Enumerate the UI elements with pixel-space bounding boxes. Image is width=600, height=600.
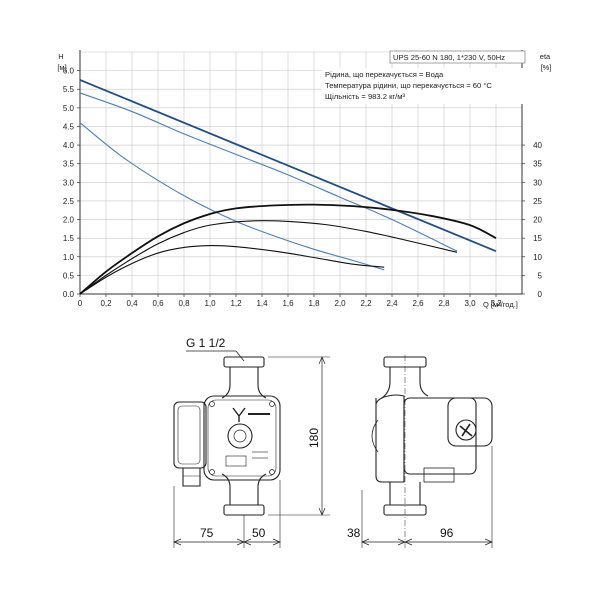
side-switch — [459, 423, 473, 437]
side-dim-left-value: 38 — [347, 526, 361, 540]
width-dim-left-value: 75 — [200, 526, 214, 540]
cable-gland — [182, 468, 201, 487]
housing-screw — [209, 469, 215, 475]
y-left-tick-label: 4.0 — [63, 141, 75, 150]
x-tick-label: 1,6 — [282, 299, 294, 308]
y-left-tick-label: 3.0 — [63, 178, 75, 187]
efficiency-curve-3 — [79, 245, 385, 295]
x-tick-label: 1,0 — [204, 299, 216, 308]
top-pipe-flange — [223, 356, 265, 368]
x-tick-label: 2,6 — [412, 299, 424, 308]
side-volute — [371, 419, 379, 453]
head-curve-1 — [79, 79, 497, 253]
x-tick-label: 3,2 — [490, 299, 502, 308]
chart-series — [79, 79, 497, 295]
info-box-line: Щільність = 983.2 кг/м³ — [325, 92, 405, 101]
y-right-tick-label: 15 — [533, 234, 542, 243]
y-right-tick-label: 35 — [533, 160, 542, 169]
top-pipe-body — [221, 367, 267, 399]
y-left-tick-label: 6.0 — [63, 67, 75, 76]
x-tick-label: 2,4 — [386, 299, 398, 308]
y-left-tick-labels: 0.0 0.5 1.0 1.5 2.0 2.5 3.0 3.5 4.0 4.5 5.0 5.5 6.0 — [63, 67, 80, 299]
terminal-box-lid — [177, 405, 201, 465]
side-plug-box — [423, 467, 455, 483]
y-left-tick-label: 0.0 — [63, 290, 75, 299]
bottom-pipe-body — [221, 473, 267, 505]
y-left-axis-label: H — [58, 52, 63, 61]
x-tick-label: 0,6 — [152, 299, 164, 308]
housing-screw — [269, 401, 275, 407]
y-left-tick-label: 4.5 — [63, 122, 75, 131]
vent-screw — [227, 423, 253, 449]
info-box-body — [322, 68, 525, 104]
y-left-tick-label: 3.5 — [63, 160, 75, 169]
height-dim-arrow — [318, 356, 326, 516]
x-axis-label: Q [м³/год.] — [483, 300, 518, 309]
vent-screw-inner — [233, 429, 247, 443]
y-left-tick-label: 5.5 — [63, 85, 75, 94]
side-view-drawing: 38 96 — [347, 355, 493, 548]
width-dim-right-value: 50 — [252, 526, 266, 540]
info-box: UPS 25-60 N 180, 1*230 V, 50Hz Рідина, щ… — [322, 50, 526, 104]
y-left-tick-label: 1.5 — [63, 234, 75, 243]
side-pump-body — [375, 394, 405, 483]
stator-housing — [203, 395, 281, 481]
head-curve-2 — [79, 92, 458, 252]
info-box-model: UPS 25-60 N 180, 1*230 V, 50Hz — [393, 53, 505, 62]
brand-logo-mark — [232, 407, 246, 422]
y-left-tick-label: 2.5 — [63, 197, 75, 206]
nameplate-marks — [225, 455, 247, 467]
bottom-pipe-flange — [223, 504, 265, 516]
x-tick-label: 2,0 — [334, 299, 346, 308]
x-tick-label: 1,4 — [256, 299, 268, 308]
x-tick-label: 3,0 — [464, 299, 476, 308]
x-tick-label: 0,2 — [100, 299, 112, 308]
x-tick-label: 0,8 — [178, 299, 190, 308]
y-right-tick-label: 25 — [533, 197, 542, 206]
side-dim-right-value: 96 — [440, 526, 454, 540]
y-right-tick-label: 20 — [533, 216, 542, 225]
y-left-axis-unit: [м] — [57, 63, 66, 72]
efficiency-curve-1 — [79, 203, 497, 295]
thread-leader-arrow — [235, 350, 245, 362]
performance-chart: 0 0,2 0,4 0,6 0,8 1,0 1,2 1,4 1,6 1,8 2,0 2,2 2,4 2,6… — [57, 50, 551, 309]
x-tick-label: 0,4 — [126, 299, 138, 308]
y-right-axis-label: eta — [540, 52, 551, 61]
thread-label: G 1 1/2 — [186, 336, 226, 350]
side-terminal-box — [447, 397, 493, 447]
y-right-tick-labels: 0 5 10 15 20 25 30 35 40 — [522, 141, 543, 299]
y-right-tick-label: 30 — [533, 178, 542, 187]
housing-screw — [209, 401, 215, 407]
y-left-tick-label: 0.5 — [63, 271, 75, 280]
stator-housing-inner — [207, 399, 277, 477]
side-bottom-pipe — [389, 482, 421, 505]
x-tick-label: 0 — [78, 299, 83, 308]
y-left-tick-label: 1.0 — [63, 253, 75, 262]
housing-screw — [269, 469, 275, 475]
info-box-line: Рідина, що перекачується = Вода — [325, 70, 444, 79]
efficiency-curve-2 — [79, 220, 458, 295]
y-right-tick-label: 0 — [538, 290, 543, 299]
x-tick-label: 1,8 — [308, 299, 320, 308]
x-tick-labels: 0 0,2 0,4 0,6 0,8 1,0 1,2 1,4 1,6 1,8 2,0 2,2 2,4 2,6… — [78, 294, 502, 308]
x-tick-label: 1,2 — [230, 299, 242, 308]
y-right-tick-label: 10 — [533, 253, 542, 262]
y-left-tick-label: 5.0 — [63, 104, 75, 113]
info-box-line: Температура рідини, що перекачується = 6… — [325, 81, 492, 90]
terminal-box — [173, 401, 207, 469]
y-right-tick-label: 5 — [538, 271, 543, 280]
x-tick-label: 2,2 — [360, 299, 372, 308]
height-dim-value: 180 — [307, 428, 321, 448]
y-right-tick-label: 40 — [533, 141, 542, 150]
side-vent-screw — [455, 419, 477, 441]
info-box-model-frame — [389, 50, 526, 64]
width-dim-arrows — [173, 538, 281, 546]
side-motor-housing — [403, 397, 477, 475]
front-view-drawing: G 1 1/2 180 — [173, 336, 330, 548]
y-right-axis-unit: [%] — [541, 63, 552, 72]
side-dim-arrows — [361, 538, 493, 546]
y-left-tick-label: 2.0 — [63, 216, 75, 225]
x-tick-label: 2,8 — [438, 299, 450, 308]
